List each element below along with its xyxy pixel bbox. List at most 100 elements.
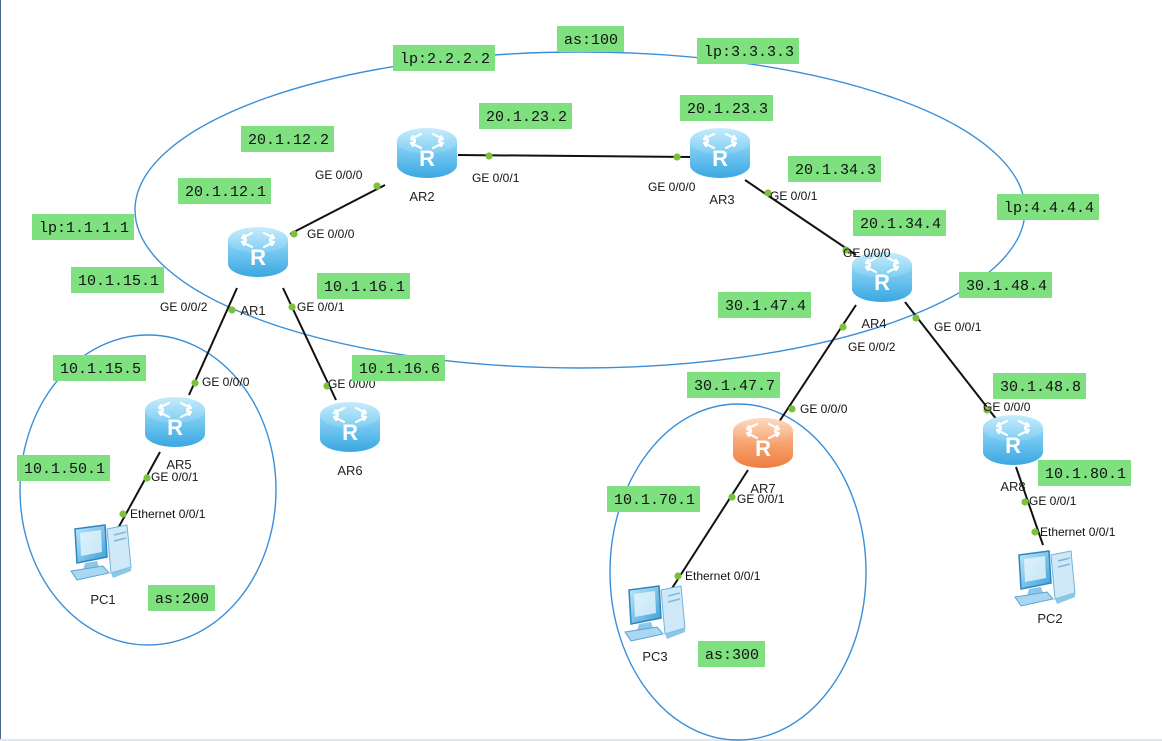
router-icon[interactable]	[982, 413, 1044, 467]
port-label-ar1: GE 0/0/2	[160, 300, 208, 314]
link-ar4-ar8[interactable]	[904, 301, 998, 421]
port-dot-ar2	[485, 152, 493, 160]
device-pc1[interactable]: PC1	[70, 524, 132, 607]
frame-left-border	[0, 0, 1, 741]
device-name-pc1: PC1	[90, 592, 115, 607]
device-ar3[interactable]: AR3	[689, 126, 751, 207]
area-as300-label: as:300	[698, 641, 765, 667]
router-icon[interactable]	[396, 126, 458, 180]
ip-label-ip-20-1-34-4: 20.1.34.4	[853, 210, 946, 236]
port-dot-ar7	[728, 493, 736, 501]
ip-label-lp3-text: lp:3.3.3.3	[704, 44, 794, 61]
port-label-ar1: GE 0/0/0	[307, 227, 355, 241]
pc-icon[interactable]	[70, 524, 132, 581]
port-dot-ar4	[912, 314, 920, 322]
pc-icon[interactable]	[624, 585, 686, 642]
ip-label-ip-10-1-16-6-text: 10.1.16.6	[359, 361, 440, 378]
ip-label-ip-20-1-34-3: 20.1.34.3	[788, 156, 881, 182]
router-icon[interactable]	[319, 400, 381, 454]
device-ar5[interactable]: AR5	[144, 395, 206, 472]
link-ar2-ar3[interactable]	[457, 154, 691, 158]
device-ar4[interactable]: AR4	[851, 250, 913, 331]
ip-label-ip-20-1-34-4-text: 20.1.34.4	[860, 216, 941, 233]
port-dot-pc2	[1031, 528, 1039, 536]
area-as300-label-text: as:300	[705, 647, 759, 664]
ip-label-lp1-text: lp:1.1.1.1	[39, 220, 129, 237]
port-label-ar5: GE 0/0/1	[151, 470, 199, 484]
ip-label-ip-30-1-47-7: 30.1.47.7	[687, 372, 780, 398]
area-as200-boundary	[19, 334, 277, 646]
ip-label-ip-10-1-80-1: 10.1.80.1	[1038, 460, 1131, 486]
device-ar2[interactable]: AR2	[396, 126, 458, 204]
ip-label-ip-20-1-23-3: 20.1.23.3	[680, 95, 773, 121]
area-as200-label: as:200	[148, 585, 215, 611]
port-label-ar3: GE 0/0/0	[648, 180, 696, 194]
port-label-ar5: GE 0/0/0	[202, 375, 250, 389]
link-ar1-ar5[interactable]	[188, 287, 238, 396]
device-ar7[interactable]: AR7	[732, 416, 794, 496]
ip-label-lp4-text: lp:4.4.4.4	[1004, 200, 1094, 217]
port-label-ar2: GE 0/0/0	[315, 168, 363, 182]
ip-label-ip-20-1-34-3-text: 20.1.34.3	[795, 162, 876, 179]
port-label-ar7: GE 0/0/0	[800, 402, 848, 416]
ip-label-ip-20-1-23-3-text: 20.1.23.3	[687, 101, 768, 118]
ip-label-ip-20-1-12-1-text: 20.1.12.1	[185, 184, 266, 201]
ip-label-ip-10-1-70-1-text: 10.1.70.1	[614, 492, 695, 509]
link-ar7-pc3[interactable]	[668, 469, 749, 594]
ip-label-ip-10-1-15-1-text: 10.1.15.1	[78, 273, 159, 290]
port-dot-ar3	[673, 153, 681, 161]
ip-label-ip-20-1-12-2-text: 20.1.12.2	[248, 132, 329, 149]
port-label-ar4: GE 0/0/2	[848, 340, 896, 354]
port-dot-ar5	[191, 379, 199, 387]
port-dot-ar7	[788, 405, 796, 413]
ip-label-lp1: lp:1.1.1.1	[32, 214, 134, 240]
ip-label-lp4: lp:4.4.4.4	[997, 194, 1099, 220]
device-ar8[interactable]: AR8	[982, 413, 1044, 494]
port-dot-pc1	[119, 510, 127, 518]
device-ar1[interactable]: AR1	[227, 225, 289, 318]
frame-bottom-border	[0, 739, 1162, 741]
port-label-ar2: GE 0/0/1	[472, 171, 520, 185]
port-dot-pc3	[674, 572, 682, 580]
ip-label-ip-20-1-12-2: 20.1.12.2	[241, 126, 334, 152]
port-dot-ar1	[288, 303, 296, 311]
router-icon[interactable]	[227, 225, 289, 279]
device-name-ar2: AR2	[409, 189, 434, 204]
ip-label-lp3: lp:3.3.3.3	[697, 38, 799, 64]
ip-label-ip-30-1-48-8-text: 30.1.48.8	[1000, 379, 1081, 396]
device-name-ar1: AR1	[240, 303, 265, 318]
ip-label-ip-10-1-15-1: 10.1.15.1	[71, 267, 164, 293]
device-pc3[interactable]: PC3	[624, 585, 686, 664]
ip-label-ip-10-1-80-1-text: 10.1.80.1	[1045, 466, 1126, 483]
link-ar3-ar4[interactable]	[744, 179, 857, 256]
device-pc2[interactable]: PC2	[1014, 550, 1076, 626]
port-label-ar7: GE 0/0/1	[737, 492, 785, 506]
ip-label-ip-30-1-47-7-text: 30.1.47.7	[694, 378, 775, 395]
ip-label-lp2: lp:2.2.2.2	[393, 45, 495, 71]
area-as100-label-text: as:100	[564, 32, 618, 49]
ip-label-ip-30-1-47-4-text: 30.1.47.4	[725, 298, 806, 315]
router-icon[interactable]	[689, 126, 751, 180]
area-as300-boundary	[609, 403, 867, 741]
area-as200-label-text: as:200	[155, 591, 209, 608]
ip-label-ip-10-1-16-1-text: 10.1.16.1	[324, 279, 405, 296]
port-label-ar8: GE 0/0/1	[1029, 494, 1077, 508]
port-label-pc1: Ethernet 0/0/1	[130, 507, 206, 521]
device-name-ar7: AR7	[750, 481, 775, 496]
device-name-ar6: AR6	[337, 463, 362, 478]
port-dot-ar2	[373, 182, 381, 190]
device-name-ar8: AR8	[1000, 479, 1025, 494]
router-icon[interactable]	[732, 416, 794, 470]
link-ar1-ar2[interactable]	[289, 184, 386, 235]
ip-label-ip-20-1-12-1: 20.1.12.1	[178, 178, 271, 204]
pc-icon[interactable]	[1014, 550, 1076, 607]
port-dot-ar1	[290, 230, 298, 238]
link-ar5-pc1[interactable]	[115, 451, 161, 533]
ip-label-ip-10-1-15-5: 10.1.15.5	[53, 355, 146, 381]
ip-label-ip-30-1-48-8: 30.1.48.8	[993, 373, 1086, 399]
device-name-ar4: AR4	[861, 316, 886, 331]
device-ar6[interactable]: AR6	[319, 400, 381, 478]
ip-label-ip-20-1-23-2-text: 20.1.23.2	[486, 109, 567, 126]
router-icon[interactable]	[144, 395, 206, 449]
